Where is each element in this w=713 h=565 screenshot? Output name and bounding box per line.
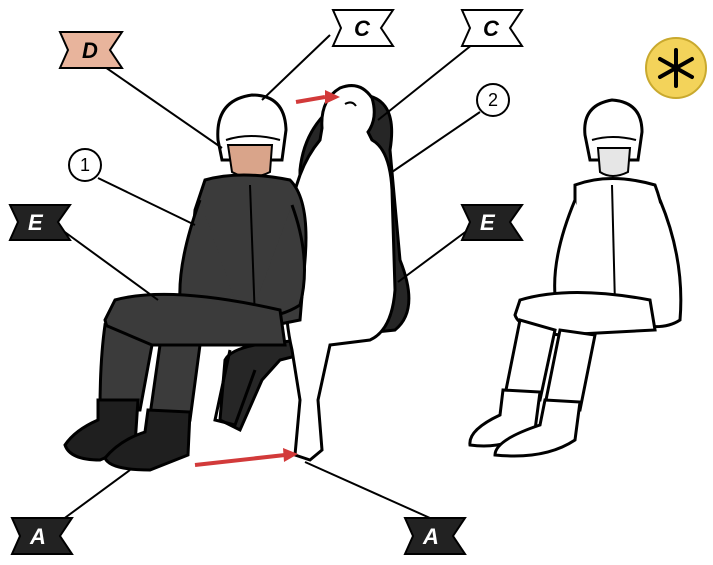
flag-e-left: E: [10, 205, 70, 240]
svg-text:C: C: [354, 16, 371, 41]
svg-text:2: 2: [488, 90, 498, 110]
flag-c-left: C: [333, 10, 393, 46]
flag-a-right: A: [405, 518, 465, 554]
callout-2: 2: [477, 84, 509, 116]
flag-a-left: A: [12, 518, 72, 554]
flag-d: D: [60, 32, 122, 68]
svg-text:C: C: [483, 16, 500, 41]
occupant-dark: [65, 95, 306, 470]
callout-1: 1: [69, 149, 101, 181]
svg-text:D: D: [82, 38, 98, 63]
svg-text:A: A: [29, 524, 46, 549]
svg-text:E: E: [28, 210, 44, 235]
asterisk-badge: [646, 38, 706, 98]
occupant-outline: [470, 100, 681, 456]
svg-text:1: 1: [80, 155, 90, 175]
arrow-foot-position: [195, 448, 298, 465]
svg-text:A: A: [422, 524, 439, 549]
svg-text:E: E: [480, 210, 496, 235]
flag-c-right: C: [462, 10, 522, 46]
flag-e-right: E: [462, 205, 522, 240]
